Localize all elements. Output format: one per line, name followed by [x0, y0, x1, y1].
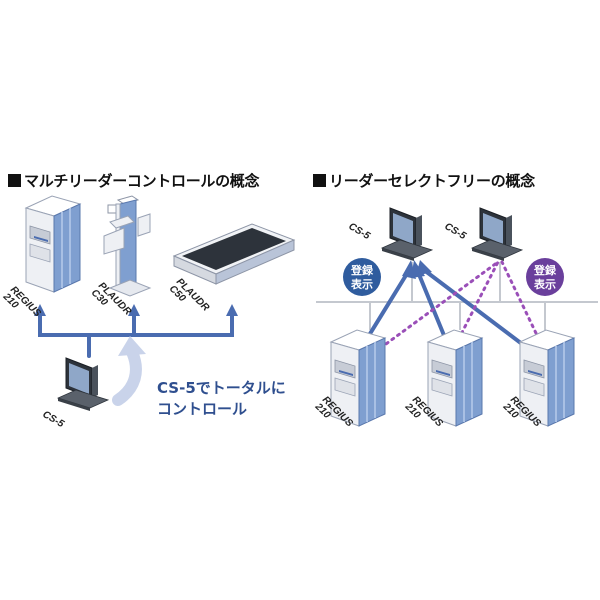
regius-210-reader: [25, 195, 81, 293]
caption: CS-5でトータルに コントロール: [157, 378, 286, 420]
cs5-label-right-2: CS-5: [443, 221, 469, 242]
right-heading: リーダーセレクトフリーの概念: [313, 170, 535, 191]
svg-text:登録: 登録: [533, 263, 557, 277]
caption-line-1: CS-5でトータルに: [157, 379, 286, 397]
heading-square-icon: [8, 174, 21, 187]
register-display-badge-1: 登録 表示: [343, 258, 381, 296]
plaudr-c50-label: PLAUDR C50: [167, 276, 213, 322]
register-display-badge-2: 登録 表示: [526, 258, 564, 296]
cs5-console-left: [57, 357, 109, 412]
cs5-label-right-1: CS-5: [347, 221, 373, 242]
svg-text:表示: 表示: [350, 277, 373, 291]
heading-square-icon: [313, 174, 326, 187]
cs5-console-right-2: [471, 207, 523, 262]
plaudr-c30-unit: [103, 195, 152, 297]
plaudr-c50-unit: [172, 223, 296, 285]
caption-line-2: コントロール: [157, 400, 248, 418]
registration-arrowheads: [402, 260, 432, 279]
svg-text:登録: 登録: [350, 263, 374, 277]
left-heading: マルチリーダーコントロールの概念: [8, 170, 260, 191]
cs5-console-right-1: [381, 207, 433, 262]
curved-arrow: [112, 336, 146, 406]
cs5-label-left: CS-5: [41, 409, 67, 430]
left-arrowheads: [34, 304, 238, 316]
svg-text:表示: 表示: [533, 277, 556, 291]
